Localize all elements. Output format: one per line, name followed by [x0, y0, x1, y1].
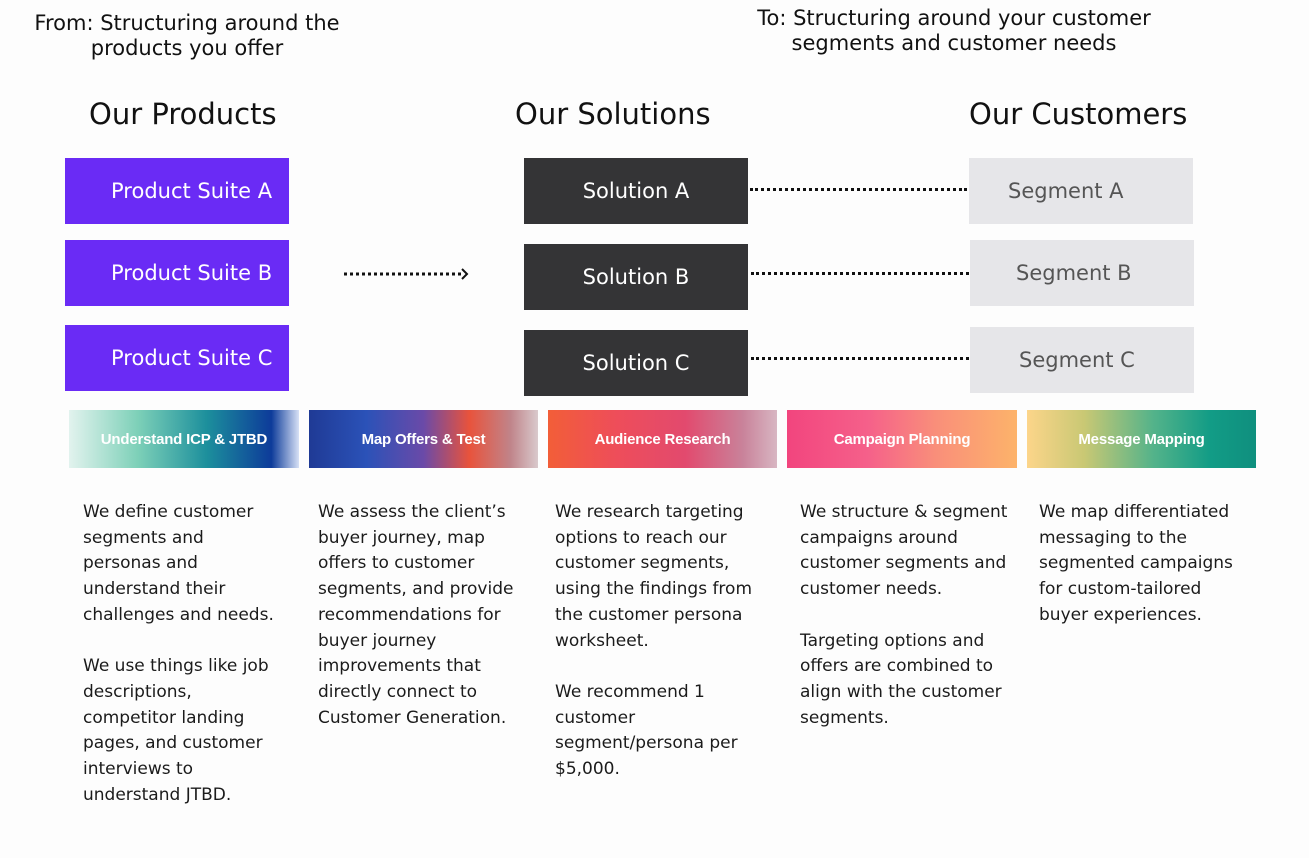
step-banner: Message Mapping: [1027, 410, 1256, 468]
product-suite-label: Product Suite C: [111, 346, 273, 370]
segment-box: Segment A: [969, 158, 1193, 224]
step-title: Message Mapping: [1078, 430, 1205, 448]
step-title: Campaign Planning: [833, 430, 971, 448]
step-paragraph: Targeting options and offers are combine…: [800, 630, 1002, 728]
step-paragraph: We assess the client’s buyer journey, ma…: [318, 502, 514, 728]
step-banner: Map Offers & Test: [309, 410, 538, 468]
solution-label: Solution C: [582, 351, 690, 375]
segment-box: Segment B: [970, 240, 1194, 306]
segment-label: Segment A: [1008, 179, 1124, 203]
product-suite-box: Product Suite A: [65, 158, 289, 224]
solution-box: Solution C: [524, 330, 748, 396]
product-suite-label: Product Suite A: [111, 179, 273, 203]
products-column-title: Our Products: [89, 97, 277, 131]
step-paragraph: We map differentiated messaging to the s…: [1039, 502, 1233, 625]
solution-box: Solution A: [524, 158, 748, 224]
step-banner: Audience Research: [548, 410, 777, 468]
step-paragraph: We use things like job descriptions, com…: [83, 656, 269, 805]
step-banner: Understand ICP & JTBD: [69, 410, 299, 468]
step-paragraph: We recommend 1 customer segment/persona …: [555, 681, 738, 780]
step-description: We research targeting options to reach o…: [555, 500, 760, 808]
step-description: We map differentiated messaging to the s…: [1039, 500, 1244, 654]
product-suite-box: Product Suite C: [65, 325, 289, 391]
step-description: We define customer segments and personas…: [83, 500, 283, 834]
step-title: Understand ICP & JTBD: [100, 430, 268, 448]
solution-label: Solution A: [582, 179, 690, 203]
customers-column-title: Our Customers: [969, 97, 1188, 131]
segment-label: Segment B: [1016, 261, 1132, 285]
transition-arrow-icon: [344, 268, 469, 280]
from-heading: From: Structuring around the products yo…: [34, 11, 340, 60]
step-paragraph: We define customer segments and personas…: [83, 502, 274, 625]
connector-line: [751, 272, 969, 275]
step-description: We structure & segment campaigns around …: [800, 500, 1020, 757]
step-title: Audience Research: [594, 430, 731, 448]
step-paragraph: We structure & segment campaigns around …: [800, 502, 1008, 600]
segment-label: Segment C: [1019, 348, 1135, 372]
to-heading: To: Structuring around your customer seg…: [757, 6, 1151, 55]
product-suite-label: Product Suite B: [111, 261, 273, 285]
step-banner: Campaign Planning: [787, 410, 1017, 468]
product-suite-box: Product Suite B: [65, 240, 289, 306]
solution-label: Solution B: [582, 265, 690, 289]
step-description: We assess the client’s buyer journey, ma…: [318, 500, 518, 757]
connector-line: [750, 188, 967, 191]
step-paragraph: We research targeting options to reach o…: [555, 502, 753, 651]
solutions-column-title: Our Solutions: [515, 97, 711, 131]
step-title: Map Offers & Test: [361, 430, 486, 448]
connector-line: [751, 357, 969, 360]
solution-box: Solution B: [524, 244, 748, 310]
segment-box: Segment C: [970, 327, 1194, 393]
